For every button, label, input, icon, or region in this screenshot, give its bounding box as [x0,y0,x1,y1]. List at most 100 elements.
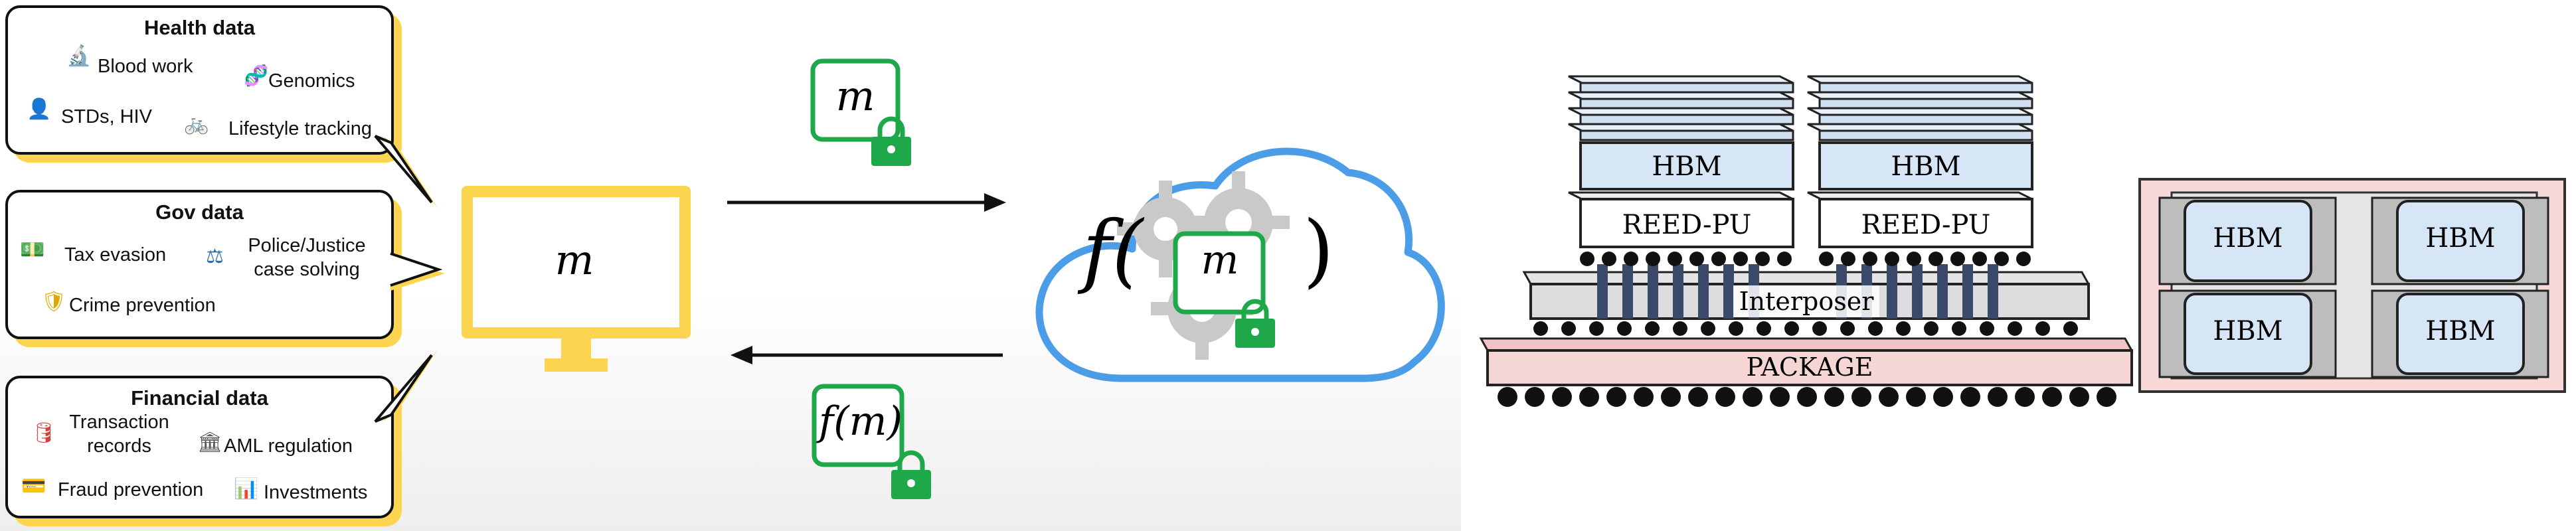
solder-bump [1673,321,1687,336]
police-justice-label: Police/Justice case solving [237,234,377,282]
transaction-line2: records [87,435,151,457]
dram-layer [1579,114,1794,125]
interposer-layer: Interposer [1522,264,2091,320]
micro-bump [1929,252,1943,266]
financial-callout-tail [374,348,438,423]
top-view-hbm-3: HBM [2213,316,2282,346]
through-silicon-via [1962,264,1973,319]
through-silicon-via [1698,264,1709,319]
through-silicon-via [1887,264,1897,319]
reed-pu-label-right: REED-PU [1861,210,1991,240]
solder-ball [1552,387,1572,407]
package-layer: PACKAGE [1479,337,2134,386]
solder-ball [1606,387,1626,407]
micro-bump [1668,252,1682,266]
solder-bump [1896,321,1911,336]
hbm-tile-1: HBM [2158,196,2337,285]
cloud-func-arg: m [1201,237,1239,283]
solder-ball [1688,387,1708,407]
lock-icon [891,450,931,499]
interposer-label: Interposer [1739,287,1875,316]
micro-bump [2016,252,2031,266]
solder-bump [2063,321,2078,336]
lock-icon [1235,299,1275,348]
cloud-func-close: ) [1303,204,1334,297]
micro-bump [1733,252,1748,266]
crime-prevention-label: Crime prevention [69,295,216,316]
solder-ball [1797,387,1817,407]
fraud-prevention-label: Fraud prevention [58,479,204,500]
hbm-tile-4: HBM [2371,289,2549,378]
encrypted-input-label: m [835,72,875,120]
dna-icon: 🧬 [244,65,269,87]
credit-card-icon: 💳 [21,475,46,497]
monitor-icon [462,186,691,372]
hbm-label-left: HBM [1652,151,1721,182]
solder-ball [1879,387,1899,407]
solder-ball [1525,387,1545,407]
dram-layer [1818,129,2033,141]
return-arrow [730,346,1003,364]
left-chip-stack: HBM REED-PU [1568,75,1794,248]
solder-ball [1715,387,1735,407]
cloud-func-open: f( [1082,204,1144,297]
package-top-view: HBM HBM HBM HBM [2138,178,2566,393]
scales-icon: ⚖ [206,246,224,267]
package-label: PACKAGE [1747,352,1873,382]
through-silicon-via [1912,264,1923,319]
micro-bump [1994,252,2009,266]
solder-ball [2097,387,2116,407]
solder-ball [1906,387,1926,407]
solder-bump [1840,321,1855,336]
micro-bump [1777,252,1792,266]
through-silicon-via [1597,264,1608,319]
solder-ball [1743,387,1762,407]
micro-bump [1624,252,1638,266]
genomics-label: Genomics [268,70,355,92]
lock-icon [871,116,911,166]
solder-bump [1729,321,1743,336]
solder-bump [1868,321,1883,336]
micro-bump [1819,252,1834,266]
bicycle-icon: 🚲 [184,113,209,135]
solder-ball [1579,387,1599,407]
dram-layer [1579,82,1794,94]
solder-ball [2042,387,2062,407]
solder-bump [1980,321,1994,336]
fhe-overview-panel: Health data 🔬 Blood work 🧬 Genomics 👤 ST… [0,0,1461,531]
solder-bump [1924,321,1938,336]
blood-work-label: Blood work [98,56,193,77]
solder-bump [1812,321,1827,336]
transaction-line1: Transaction [69,412,169,433]
micro-bump [1907,252,1921,266]
micro-bump [1580,252,1594,266]
badge-icon: 🛡 [41,291,67,313]
solder-bump [2008,321,2022,336]
bar-chart-icon: 📊 [234,478,259,500]
micro-bump [1689,252,1704,266]
cash-icon: 💵 [20,239,45,261]
solder-ball [2069,387,2089,407]
through-silicon-via [1723,264,1734,319]
solder-ball [1988,387,2008,407]
solder-ball [1498,387,1517,407]
micro-bump [1602,252,1616,266]
microscope-icon: 🔬 [66,45,92,67]
encrypted-input-box: m [810,58,916,166]
solder-bump [1952,321,1966,336]
solder-ball [1770,387,1790,407]
dram-layer [1818,114,2033,125]
health-callout-tail [374,135,438,209]
gov-callout-tail [390,252,445,291]
micro-bump [1711,252,1726,266]
solder-ball [1634,387,1654,407]
hbm-label-right: HBM [1891,151,1960,182]
solder-ball [2015,387,2035,407]
through-silicon-via [1673,264,1683,319]
solder-bump [2035,321,2050,336]
stds-hiv-label: STDs, HIV [61,106,152,127]
solder-bump [1784,321,1799,336]
solder-ball [1824,387,1844,407]
police-justice-line1: Police/Justice [248,235,366,256]
solder-bump [1757,321,1771,336]
